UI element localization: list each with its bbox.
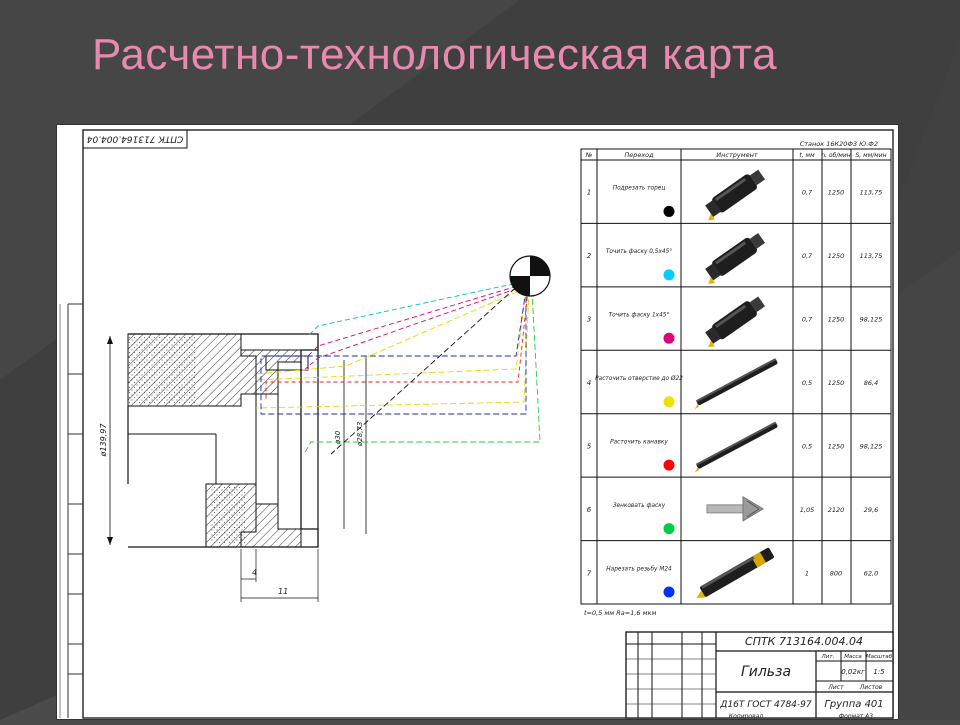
th-t: t, мм xyxy=(799,152,815,159)
title-block-copied: Копировал xyxy=(729,713,763,720)
tool-holder-icon xyxy=(705,296,766,348)
origin-point-symbol xyxy=(509,255,551,297)
row-number: 4 xyxy=(587,379,591,387)
dim-middle-1: ø30 xyxy=(334,430,342,445)
path-color-dot xyxy=(663,459,675,471)
part-section: ø139,97 4 11 ø30 ø28,73 xyxy=(99,333,367,602)
title-block-scale-header: Масштаб xyxy=(866,654,893,660)
slide-title: Расчетно-технологическая карта xyxy=(92,30,778,79)
path-color-dot xyxy=(663,205,675,217)
drawing-sheet: СПТК 713164.004.04 ø139,97 4 xyxy=(56,124,899,720)
row-depth: 0,7 xyxy=(802,189,813,197)
row-step-name: Точить фаску 0,5х45° xyxy=(606,249,672,255)
row-depth: 0,7 xyxy=(802,316,813,324)
tool-holder-icon xyxy=(705,233,766,284)
tool-paths xyxy=(255,281,541,455)
row-depth: 0,5 xyxy=(802,442,812,450)
table-row: 6 Зенковать фаску 1,05 2120 29,6 xyxy=(581,476,891,535)
table-top-note: Станок 16К20Ф3 Ю.Ф2 xyxy=(800,140,878,148)
table-row: 3 Точить фаску 1х45° 0,7 1250 98,125 xyxy=(581,286,891,348)
row-number: 5 xyxy=(587,442,592,450)
row-number: 1 xyxy=(587,189,591,197)
row-number: 6 xyxy=(587,506,592,514)
title-block-name: Гильза xyxy=(741,664,791,680)
row-step-name: Нарезать резьбу М24 xyxy=(606,566,672,572)
table-row: 2 Точить фаску 0,5х45° 0,7 1250 113,75 xyxy=(581,222,891,284)
row-speed: 2120 xyxy=(828,506,845,514)
title-block: СПТК 713164.004.04 Гильза Лит. Масса Мас… xyxy=(625,631,894,720)
row-depth: 1,05 xyxy=(800,506,814,514)
title-block-mass-header: Масса xyxy=(844,654,862,660)
row-step-name: Зенковать фаску xyxy=(613,503,666,509)
row-step-name: Подрезать торец xyxy=(613,186,666,192)
row-feed: 86,4 xyxy=(864,379,878,387)
title-block-format: Формат А3 xyxy=(839,713,873,720)
path-color-dot xyxy=(663,396,675,408)
row-speed: 800 xyxy=(830,569,842,577)
row-speed: 1250 xyxy=(828,252,845,260)
row-feed: 29,6 xyxy=(864,506,878,514)
path-color-dot xyxy=(663,332,675,344)
table-row: 7 Нарезать резьбу М24 1 800 62,0 xyxy=(581,540,891,599)
th-num: № xyxy=(585,151,593,159)
path-color-dot xyxy=(663,586,675,598)
title-block-group: Группа 401 xyxy=(824,699,883,710)
row-step-name: Расточить отверстие до Ø22 xyxy=(595,375,683,382)
row-feed: 62,0 xyxy=(864,569,878,577)
boring-bar-icon xyxy=(694,421,778,473)
title-block-sheet: Лист xyxy=(827,684,844,691)
dim-diameter-left: ø139,97 xyxy=(99,423,108,458)
row-depth: 0,7 xyxy=(802,252,813,260)
corner-code-box: СПТК 713164.004.04 xyxy=(82,129,188,149)
title-block-litera-header: Лит. xyxy=(821,654,835,660)
boring-bar-icon xyxy=(694,358,778,410)
tool-holder-icon xyxy=(705,169,766,221)
dim-4: 4 xyxy=(252,568,257,577)
table-footer: t=0,5 мм Ra=1,6 мкм xyxy=(584,609,656,617)
row-feed: 98,125 xyxy=(860,316,883,324)
row-depth: 0,5 xyxy=(802,379,812,387)
countersink-icon xyxy=(706,495,764,522)
row-step-name: Точить фаску 1х45° xyxy=(609,313,670,319)
path-color-dot xyxy=(663,523,675,535)
row-speed: 1250 xyxy=(828,316,845,324)
row-step-name: Расточить канавку xyxy=(610,439,668,445)
table-row: 1 Подрезать торец 0,7 1250 113,75 xyxy=(587,169,883,221)
row-feed: 113,75 xyxy=(860,252,883,260)
th-tool: Инструмент xyxy=(716,151,758,159)
row-depth: 1 xyxy=(805,569,809,577)
row-speed: 1250 xyxy=(828,379,845,387)
title-block-material: Д16Т ГОСТ 4784-97 xyxy=(719,700,811,710)
dim-middle-2: ø28,73 xyxy=(356,422,364,447)
row-feed: 98,125 xyxy=(860,442,883,450)
technical-drawing: СПТК 713164.004.04 ø139,97 4 xyxy=(56,124,899,720)
row-number: 3 xyxy=(587,316,591,324)
title-block-scale: 1:5 xyxy=(873,668,885,676)
table-row: 5 Расточить канавку 0,5 1250 98,125 xyxy=(581,413,891,473)
title-block-mass: 0,02кг xyxy=(841,668,865,676)
title-block-code: СПТК 713164.004.04 xyxy=(745,635,863,648)
table-row: 4 Расточить отверстие до Ø22 0,5 1250 86,4 xyxy=(581,349,891,410)
title-block-sheets: Листов xyxy=(859,684,883,691)
row-feed: 113,75 xyxy=(860,189,883,197)
left-margin-strip xyxy=(59,303,83,718)
corner-code-text: СПТК 713164.004.04 xyxy=(86,134,183,144)
th-s: S, мм/мин xyxy=(855,152,886,159)
row-number: 2 xyxy=(587,252,592,260)
row-number: 7 xyxy=(587,569,592,577)
dim-11: 11 xyxy=(278,587,288,596)
th-n: n, об/мин xyxy=(821,152,850,159)
th-step: Переход xyxy=(624,151,654,159)
drawing-frame xyxy=(82,129,894,719)
row-speed: 1250 xyxy=(828,442,845,450)
path-color-dot xyxy=(663,269,675,281)
operations-table: Станок 16К20Ф3 Ю.Ф2 № Переход Инструмент… xyxy=(580,140,892,617)
threading-tool-icon xyxy=(696,547,774,599)
row-speed: 1250 xyxy=(828,189,845,197)
